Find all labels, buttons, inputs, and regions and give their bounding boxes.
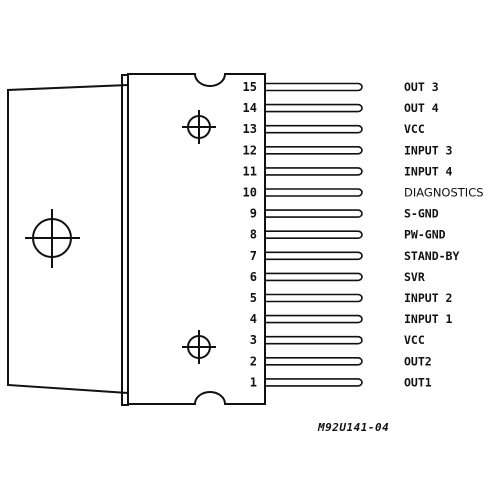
- pin-number: 2: [250, 354, 257, 368]
- pin-label: S-GND: [404, 207, 439, 221]
- pin-4: 4 INPUT 1: [250, 312, 453, 326]
- pin-number: 15: [243, 80, 257, 94]
- pin-8: 8 PW-GND: [250, 228, 446, 242]
- pin-10: 10 DIAGNOSTICS: [243, 186, 484, 200]
- pin-lead: [265, 357, 363, 366]
- pin-7: 7 STAND-BY: [250, 249, 460, 263]
- pin-label: OUT 4: [404, 101, 439, 115]
- pin-5: 5 INPUT 2: [250, 291, 453, 305]
- pin-lead: [265, 272, 363, 282]
- pin-lead: [265, 82, 363, 92]
- pin-label: OUT1: [404, 375, 432, 389]
- pin-6: 6 SVR: [250, 270, 425, 284]
- pin-number: 8: [250, 228, 257, 242]
- pin-lead: [265, 230, 363, 239]
- pin-11: 11 INPUT 4: [243, 164, 453, 178]
- reference-code: M92U141-04: [317, 421, 389, 434]
- pin-label: STAND-BY: [404, 249, 459, 263]
- pin-label: INPUT 1: [404, 312, 453, 326]
- pin-label: OUT 3: [404, 80, 439, 94]
- pin-lead: [265, 188, 363, 197]
- pin-2: 2 OUT2: [250, 354, 432, 368]
- pin-number: 5: [250, 291, 257, 305]
- pin-lead: [265, 209, 363, 218]
- pin-number: 1: [250, 375, 257, 389]
- pin-lead: [265, 293, 363, 303]
- pin-label: OUT2: [404, 354, 432, 368]
- pin-number: 4: [250, 312, 257, 326]
- pin-lead: [265, 251, 363, 261]
- pin-number: 12: [243, 143, 257, 157]
- pin-number: 10: [243, 186, 257, 200]
- pin-label: DIAGNOSTICS: [404, 186, 484, 200]
- pin-label: INPUT 2: [404, 291, 452, 305]
- pin-15: 15 OUT 3: [243, 80, 439, 94]
- pin-14: 14 OUT 4: [243, 101, 439, 115]
- pin-label: VCC: [404, 333, 425, 347]
- pin-1: 1 OUT1: [250, 375, 432, 389]
- pin-lead: [265, 103, 363, 113]
- pin-label: VCC: [404, 122, 425, 136]
- pin-number: 6: [250, 270, 257, 284]
- mounting-hole-icon: [182, 330, 216, 364]
- pin-label: SVR: [404, 270, 425, 284]
- pin-3: 3 VCC: [250, 333, 425, 347]
- pin-number: 3: [250, 333, 257, 347]
- pin-label: INPUT 3: [404, 143, 453, 157]
- mounting-hole-icon: [182, 110, 216, 144]
- pin-lead: [265, 378, 363, 387]
- pin-number: 13: [243, 122, 257, 136]
- pin-number: 9: [250, 207, 257, 221]
- package-body: [127, 73, 266, 405]
- heatsink-tab: [7, 74, 129, 406]
- pin-12: 12 INPUT 3: [243, 143, 453, 157]
- pin-label: PW-GND: [404, 228, 446, 242]
- pin-label: INPUT 4: [404, 164, 453, 178]
- pin-9: 9 S-GND: [250, 207, 439, 221]
- pin-number: 11: [243, 164, 257, 178]
- pin-number: 14: [243, 101, 257, 115]
- pin-lead: [265, 167, 363, 176]
- pin-lead: [265, 146, 363, 155]
- pin-lead: [265, 314, 363, 324]
- pin-13: 13 VCC: [243, 122, 425, 136]
- mounting-hole-icon: [25, 209, 80, 268]
- pin-lead: [265, 124, 363, 134]
- pin-number: 7: [250, 249, 257, 263]
- pin-lead: [265, 335, 363, 345]
